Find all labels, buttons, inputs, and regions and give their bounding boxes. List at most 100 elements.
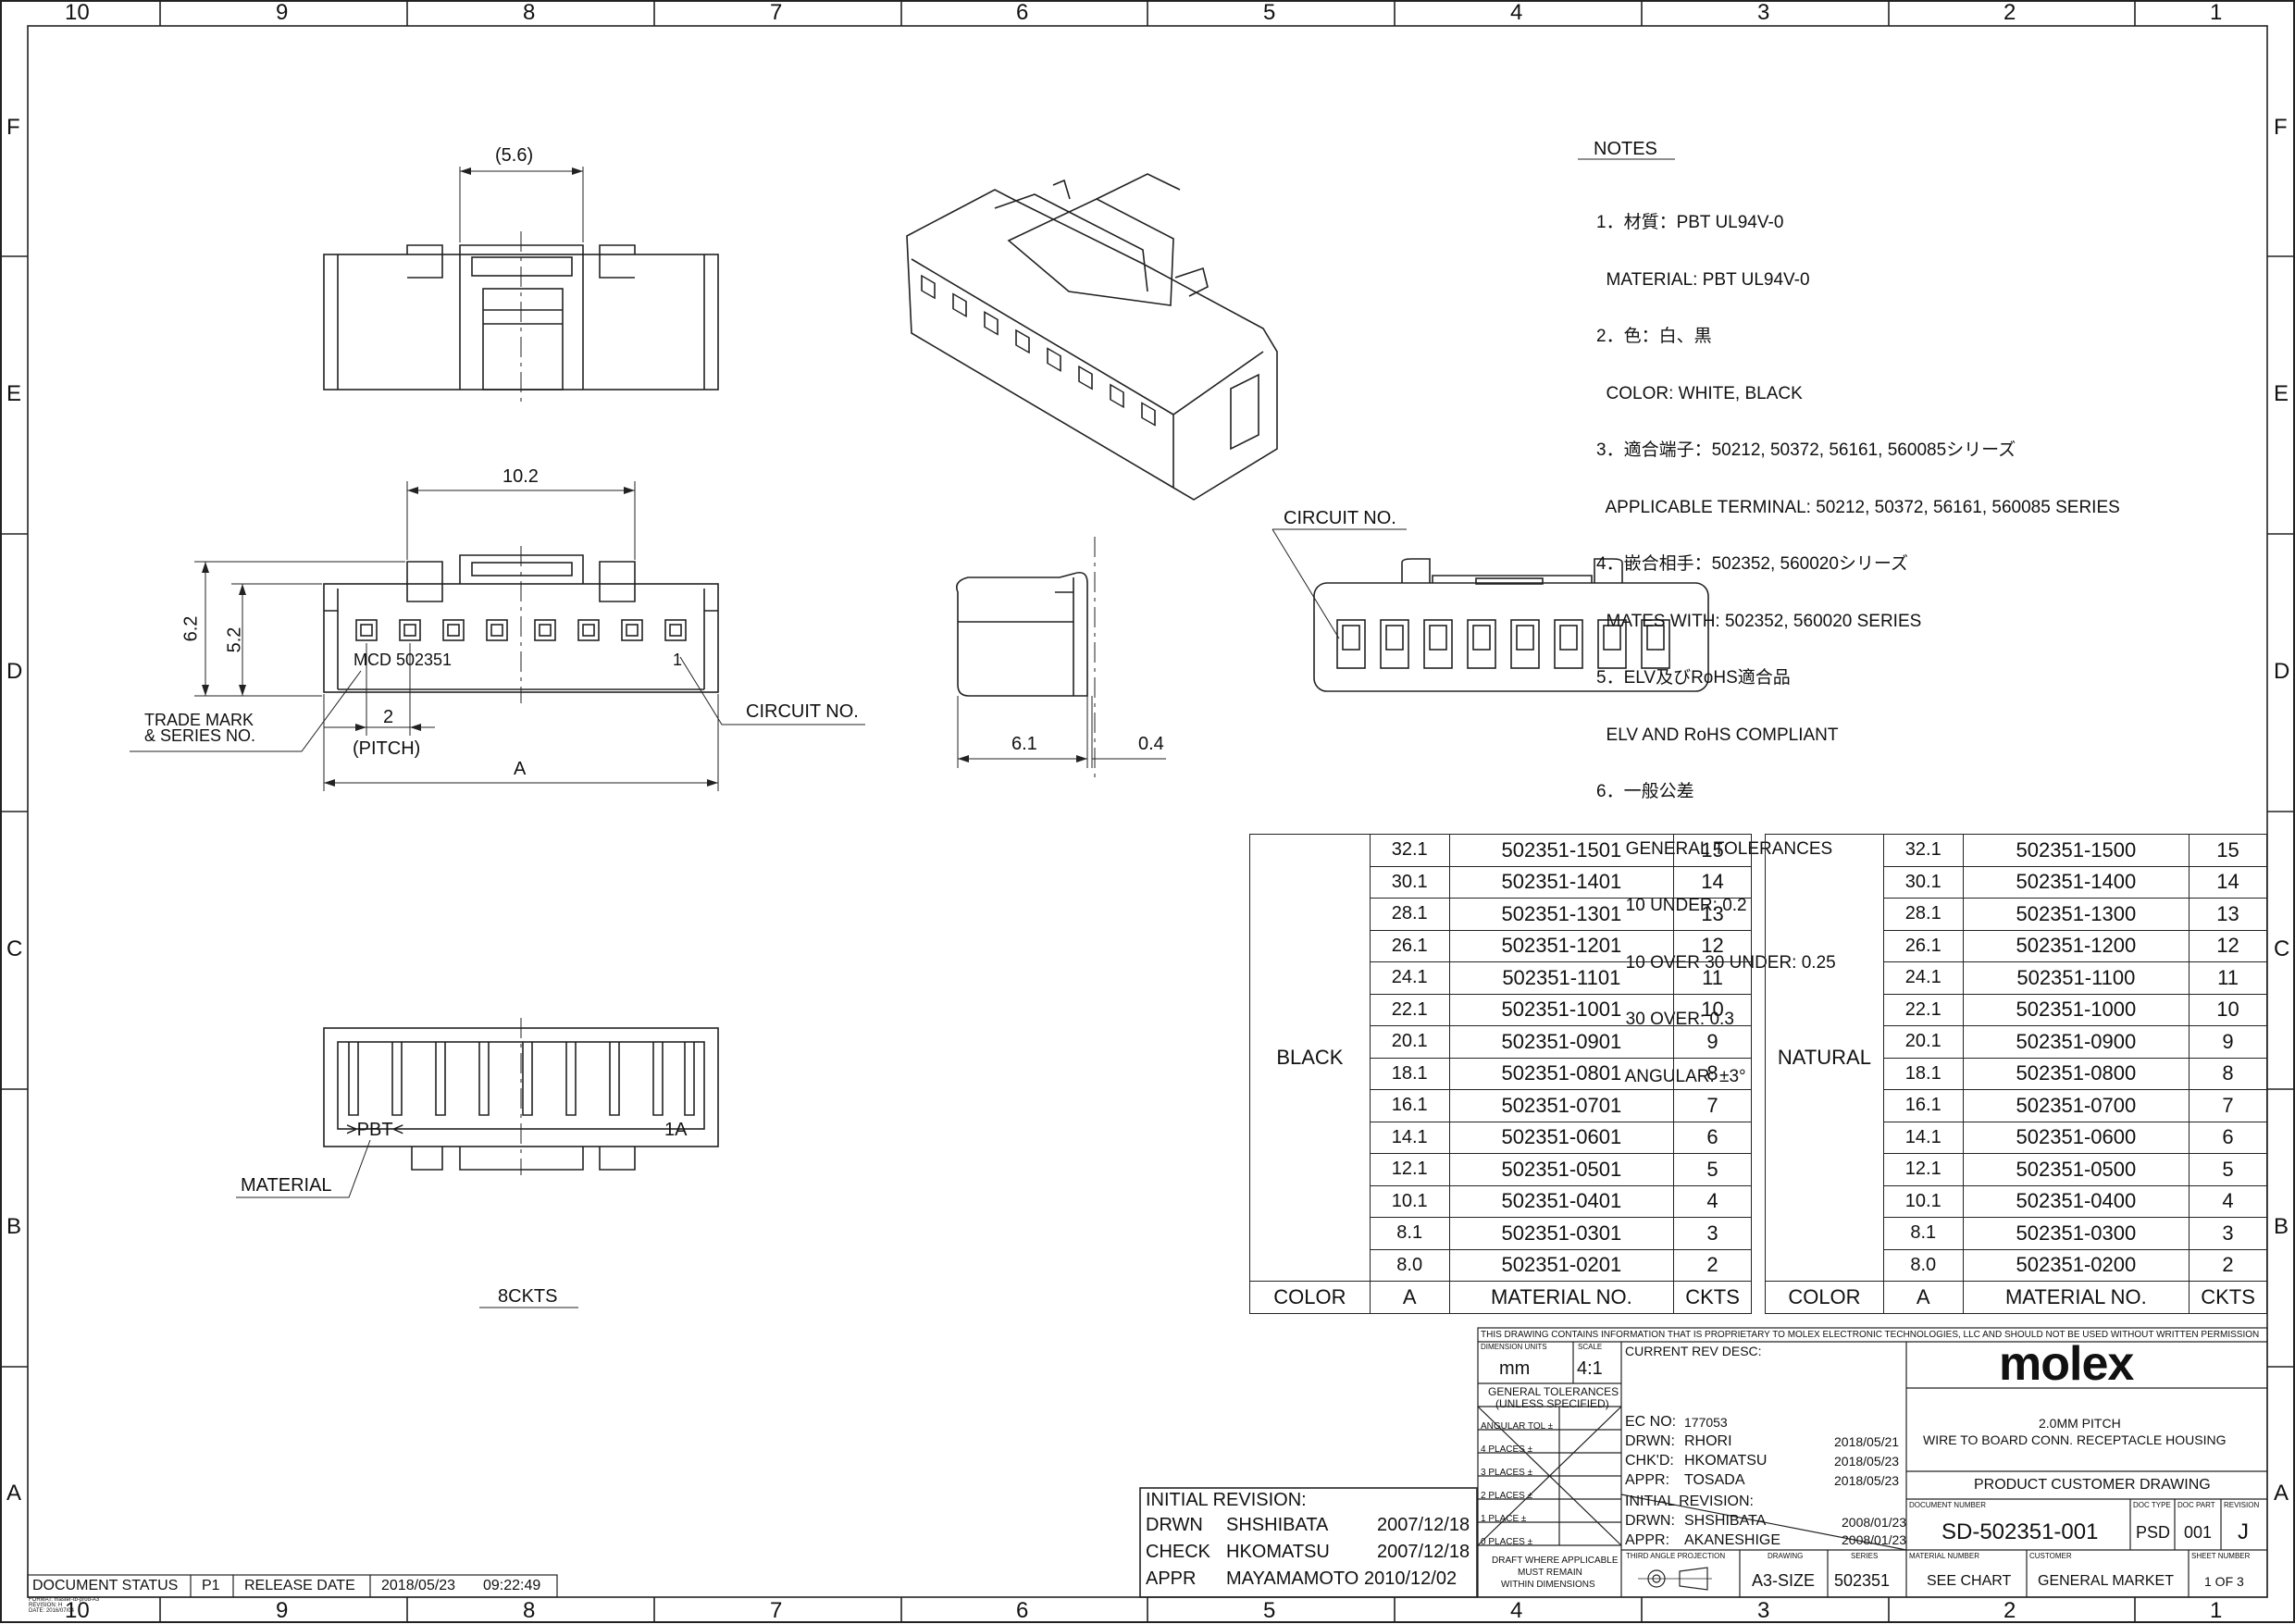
ckts-cell: 6 bbox=[1673, 1121, 1752, 1154]
material-cell: 502351-0401 bbox=[1448, 1184, 1675, 1218]
init-rev-name: SHSHIBATA bbox=[1226, 1515, 1329, 1535]
notes-heading: NOTES bbox=[1594, 139, 1657, 159]
material-cell: 502351-1201 bbox=[1448, 929, 1675, 962]
zone-col-4: 4 bbox=[1510, 0, 1523, 25]
note-line: 6．一般公差 bbox=[1596, 782, 1694, 801]
zone-row-e-right: E bbox=[2274, 381, 2289, 406]
zone-col-7: 7 bbox=[770, 0, 783, 25]
material-cell: 502351-0201 bbox=[1448, 1248, 1675, 1282]
a-cell: 14.1 bbox=[1369, 1121, 1450, 1154]
customer-value: GENERAL MARKET bbox=[2038, 1573, 2174, 1589]
appr-label: APPR: bbox=[1625, 1532, 1670, 1548]
note-line: MATERIAL: PBT UL94V-0 bbox=[1596, 269, 1810, 290]
note-line: APPLICABLE TERMINAL: 50212, 50372, 56161… bbox=[1596, 497, 2120, 517]
zone-row-e: E bbox=[6, 381, 22, 406]
a-cell: 8.0 bbox=[1369, 1248, 1450, 1282]
a-cell: 30.1 bbox=[1882, 865, 1964, 899]
a-cell: 22.1 bbox=[1882, 993, 1964, 1026]
ckts-cell: 9 bbox=[1673, 1025, 1752, 1059]
ckts-cell: 4 bbox=[1673, 1184, 1752, 1218]
zone-col-9: 9 bbox=[276, 0, 289, 25]
scale-label: SCALE bbox=[1578, 1343, 1603, 1351]
a-cell: 18.1 bbox=[1369, 1057, 1450, 1090]
series-label: SERIES bbox=[1851, 1552, 1879, 1560]
ckts-cell: 12 bbox=[1673, 929, 1752, 962]
note-line: 3．適合端子：50212, 50372, 56161, 560085シリーズ bbox=[1596, 440, 2016, 460]
release-date-label: RELEASE DATE bbox=[244, 1578, 355, 1593]
zone-row-c: C bbox=[6, 936, 23, 961]
release-time: 09:22:49 bbox=[483, 1578, 541, 1593]
circuit-no-end-label: CIRCUIT NO. bbox=[1284, 508, 1396, 528]
material-cell: 502351-0700 bbox=[1962, 1089, 2190, 1122]
tol-row: 2 PLACES ± bbox=[1481, 1491, 1533, 1501]
material-cell: 502351-0200 bbox=[1962, 1248, 2190, 1282]
a-cell: 32.1 bbox=[1369, 834, 1450, 867]
ckts-cell: 3 bbox=[2189, 1217, 2267, 1250]
chkd-label: CHK'D: bbox=[1625, 1453, 1674, 1469]
chkd-date: 2018/05/23 bbox=[1834, 1454, 1900, 1469]
header-material: MATERIAL NO. bbox=[1448, 1281, 1675, 1314]
zone-col-6: 6 bbox=[1016, 0, 1029, 25]
material-cell: 502351-1101 bbox=[1448, 961, 1675, 995]
proprietary-notice: THIS DRAWING CONTAINS INFORMATION THAT I… bbox=[1481, 1330, 2260, 1340]
ckts-cell: 6 bbox=[2189, 1121, 2267, 1154]
doc-part-label: DOC PART bbox=[2177, 1501, 2215, 1509]
zone-row-a-right: A bbox=[2274, 1481, 2289, 1506]
a-cell: 26.1 bbox=[1369, 929, 1450, 962]
draft-note: WITHIN DIMENSIONS bbox=[1501, 1580, 1595, 1590]
zone-col-10-bottom: 10 bbox=[65, 1598, 90, 1623]
material-cell: 502351-1000 bbox=[1962, 993, 2190, 1026]
zone-col-5: 5 bbox=[1263, 0, 1276, 25]
material-number: SEE CHART bbox=[1927, 1573, 2012, 1589]
zone-row-b: B bbox=[6, 1214, 22, 1239]
top-view bbox=[323, 167, 719, 407]
revision-value: J bbox=[2238, 1519, 2249, 1544]
ckts-cell: 3 bbox=[1673, 1217, 1752, 1250]
status-bar bbox=[27, 1574, 558, 1598]
init-rev-heading: INITIAL REVISION: bbox=[1146, 1490, 1307, 1510]
material-cell: 502351-1401 bbox=[1448, 865, 1675, 899]
a-cell: 26.1 bbox=[1882, 929, 1964, 962]
product-desc-line1: 2.0MM PITCH bbox=[2039, 1416, 2121, 1431]
drwn-label: DRWN: bbox=[1625, 1513, 1675, 1529]
material-cell: 502351-1301 bbox=[1448, 898, 1675, 931]
a-cell: 30.1 bbox=[1369, 865, 1450, 899]
a-cell: 24.1 bbox=[1369, 961, 1450, 995]
a-cell: 18.1 bbox=[1882, 1057, 1964, 1090]
ckts-cell: 8 bbox=[2189, 1057, 2267, 1090]
note-line: 5．ELV及びRoHS適合品 bbox=[1596, 668, 1791, 688]
init-rev-name: HKOMATSU bbox=[1226, 1542, 1330, 1562]
zone-col-1-bottom: 1 bbox=[2210, 1598, 2223, 1623]
zone-col-10: 10 bbox=[65, 0, 90, 25]
format-line: FORMAT: master-tb-prod-A3 bbox=[29, 1597, 100, 1603]
zone-col-8-bottom: 8 bbox=[523, 1598, 536, 1623]
material-cell: 502351-0500 bbox=[1962, 1153, 2190, 1186]
zone-col-2-bottom: 2 bbox=[2003, 1598, 2016, 1623]
init-rev-date: 2010/12/02 bbox=[1364, 1568, 1458, 1589]
doc-type-label: DOC TYPE bbox=[2133, 1501, 2171, 1509]
dimension-units: mm bbox=[1499, 1358, 1531, 1379]
document-type: PSD bbox=[2136, 1523, 2171, 1542]
ckts-cell: 12 bbox=[2189, 929, 2267, 962]
appr-name: TOSADA bbox=[1684, 1472, 1745, 1488]
revision-label: REVISION bbox=[2224, 1501, 2260, 1509]
zone-row-f-right: F bbox=[2274, 115, 2288, 140]
current-rev-label: CURRENT REV DESC: bbox=[1625, 1344, 1762, 1358]
ckts-cell: 14 bbox=[2189, 865, 2267, 899]
pitch-label: (PITCH) bbox=[353, 738, 421, 759]
drawing-size: A3-SIZE bbox=[1752, 1571, 1816, 1590]
note-line: COLOR: WHITE, BLACK bbox=[1596, 383, 1803, 403]
a-cell: 24.1 bbox=[1882, 961, 1964, 995]
